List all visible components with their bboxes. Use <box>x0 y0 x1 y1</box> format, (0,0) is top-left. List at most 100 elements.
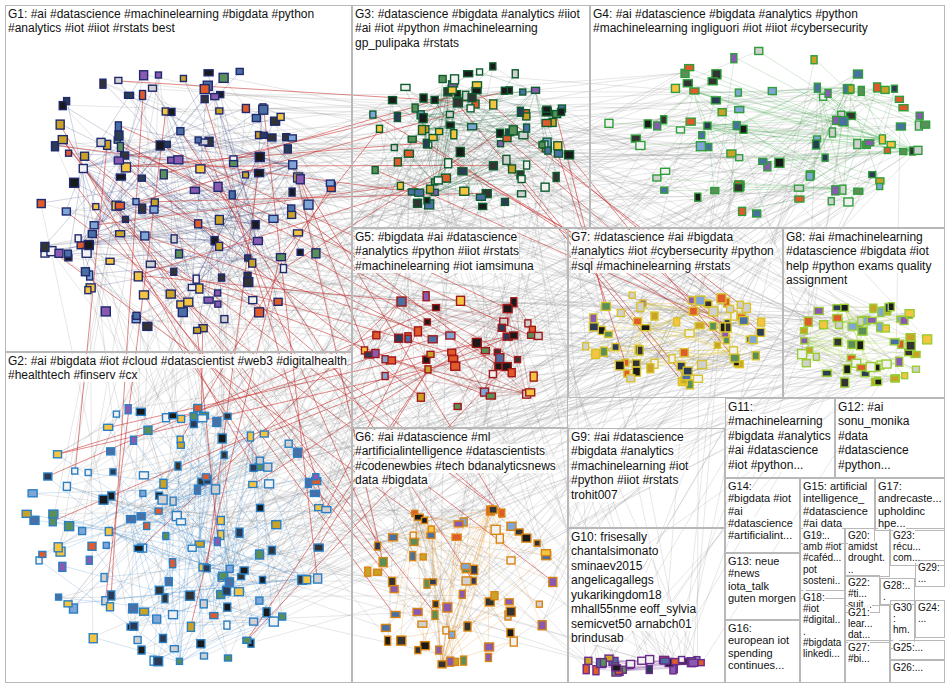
graph-vertex <box>512 70 518 78</box>
graph-edge <box>817 88 847 139</box>
graph-vertex <box>243 637 251 643</box>
graph-edge <box>164 90 510 173</box>
graph-vertex <box>97 138 105 146</box>
graph-edge <box>173 368 847 562</box>
graph-edge <box>664 126 707 172</box>
graph-vertex <box>150 206 158 213</box>
graph-vertex <box>456 148 464 157</box>
graph-vertex <box>212 485 220 494</box>
graph-vertex <box>518 191 526 197</box>
graph-edge <box>818 87 857 143</box>
graph-vertex <box>244 278 253 287</box>
graph-vertex <box>75 235 81 242</box>
graph-edge <box>82 76 159 532</box>
graph-vertex <box>865 140 874 146</box>
graph-vertex <box>508 369 515 377</box>
graph-edge <box>81 91 694 245</box>
graph-vertex <box>115 77 122 83</box>
graph-vertex <box>160 479 167 488</box>
graph-edge <box>394 589 442 664</box>
graph-edge <box>41 203 131 627</box>
graph-edge <box>130 519 163 638</box>
graph-vertex <box>177 442 184 448</box>
graph-edge <box>230 510 326 569</box>
graph-vertex <box>539 142 545 148</box>
graph-edge <box>435 122 553 193</box>
graph-vertex <box>696 142 705 151</box>
graph-vertex <box>661 187 668 193</box>
graph-vertex <box>175 462 181 470</box>
graph-edge <box>688 68 913 150</box>
graph-vertex <box>219 274 225 281</box>
graph-vertex <box>446 111 453 117</box>
graph-vertex <box>85 470 91 476</box>
graph-vertex <box>404 150 413 157</box>
graph-vertex <box>252 115 260 122</box>
graph-edge <box>693 91 917 149</box>
graph-vertex <box>62 208 70 215</box>
graph-edge <box>693 91 903 152</box>
graph-edge <box>199 140 740 158</box>
graph-vertex <box>129 604 138 613</box>
graph-edge <box>683 341 804 661</box>
graph-edge <box>804 341 894 379</box>
graph-edge <box>203 156 259 328</box>
graph-edge <box>708 126 810 175</box>
graph-vertex <box>56 594 62 600</box>
graph-edge <box>136 288 191 316</box>
graph-vertex <box>753 210 761 217</box>
graph-edge <box>368 514 415 571</box>
graph-vertex <box>268 134 276 141</box>
graph-vertex <box>829 128 835 137</box>
graph-vertex <box>140 91 146 100</box>
graph-edge <box>522 91 535 135</box>
graph-vertex <box>755 47 763 54</box>
graph-edge <box>742 189 843 211</box>
graph-vertex <box>136 408 145 415</box>
graph-vertex <box>305 478 311 487</box>
graph-vertex <box>486 393 495 399</box>
graph-edge <box>738 184 843 188</box>
graph-vertex <box>200 85 209 94</box>
graph-vertex <box>234 588 243 596</box>
graph-vertex <box>428 336 437 343</box>
graph-vertex <box>303 576 311 584</box>
graph-edge <box>83 117 281 168</box>
graph-vertex <box>134 545 143 551</box>
graph-vertex <box>914 146 922 154</box>
graph-edge <box>221 534 619 671</box>
graph-edge <box>378 530 432 546</box>
graph-edge <box>191 621 273 626</box>
graph-vertex <box>240 567 248 574</box>
graph-edge <box>484 360 518 391</box>
graph-edge <box>204 603 273 620</box>
graph-vertex <box>116 231 125 237</box>
graph-vertex <box>554 150 562 157</box>
graph-vertex <box>259 105 268 114</box>
graph-edge <box>432 530 545 556</box>
graph-vertex <box>224 413 231 419</box>
graph-vertex <box>453 98 462 107</box>
graph-vertex <box>201 96 208 103</box>
graph-edge <box>435 151 549 193</box>
graph-vertex <box>427 351 434 357</box>
graph-vertex <box>198 415 207 422</box>
graph-vertex <box>524 124 530 132</box>
graph-vertex <box>107 448 115 455</box>
graph-edge <box>166 374 627 537</box>
graph-edge <box>395 514 416 615</box>
graph-vertex <box>219 73 228 82</box>
graph-vertex <box>180 75 186 81</box>
graph-vertex <box>125 92 134 98</box>
graph-edge <box>708 126 817 144</box>
graph-vertex <box>600 347 607 356</box>
graph-vertex <box>242 105 249 113</box>
graph-edge <box>81 245 105 310</box>
graph-vertex <box>464 71 473 77</box>
graph-vertex <box>858 86 864 95</box>
graph-edge <box>73 436 251 608</box>
graph-vertex <box>252 221 259 229</box>
graph-vertex <box>510 332 518 339</box>
graph-edge <box>246 369 428 641</box>
graph-edge <box>418 510 490 651</box>
